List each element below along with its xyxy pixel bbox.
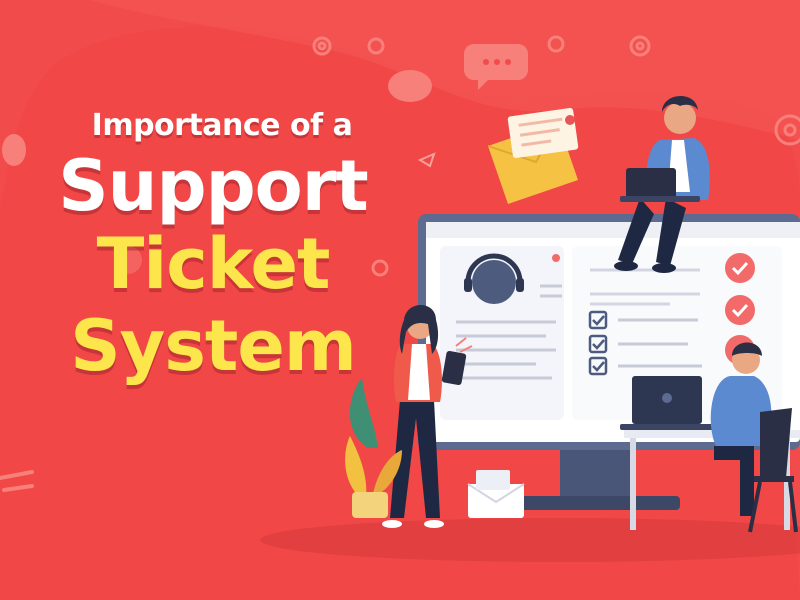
headline-line-2: Support bbox=[58, 145, 369, 227]
floor-shadow bbox=[260, 518, 800, 562]
headline-line-4: System bbox=[70, 305, 357, 387]
envelope-floor-icon bbox=[467, 470, 525, 518]
decor-lines bbox=[0, 470, 34, 492]
speech-blob-left bbox=[2, 134, 26, 166]
woman-with-tablet bbox=[382, 305, 473, 528]
headline: Importance of a Support Ticket System bbox=[28, 108, 398, 387]
headset-avatar-icon bbox=[464, 253, 524, 304]
man-on-monitor bbox=[614, 95, 710, 273]
speech-blob bbox=[388, 70, 432, 102]
desk-workstation bbox=[620, 342, 800, 533]
monitor bbox=[418, 214, 800, 510]
headline-line-1: Importance of a bbox=[91, 108, 353, 143]
plant-icon bbox=[345, 378, 402, 518]
paper-plane-icon bbox=[417, 152, 436, 168]
headline-line-3: Ticket bbox=[96, 223, 331, 305]
chat-bubble-icon bbox=[464, 44, 528, 90]
checkbox-icon bbox=[588, 310, 608, 376]
envelope-icon bbox=[487, 107, 579, 204]
gear-icon bbox=[312, 35, 800, 277]
background-blob-top bbox=[90, 0, 800, 140]
